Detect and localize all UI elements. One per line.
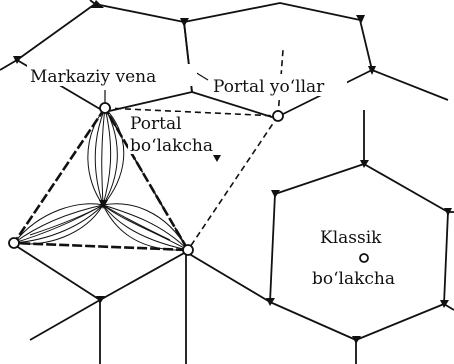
vein-circle bbox=[272, 110, 284, 122]
classic-lobule-label-1: Klassik bbox=[320, 228, 382, 248]
classic-lobule-label-2: bo‘lakcha bbox=[312, 269, 395, 289]
portal-lobule-label-1: Portal bbox=[130, 114, 182, 134]
marker bbox=[271, 190, 280, 198]
hexagon-classic-lobule bbox=[269, 163, 449, 341]
label-bg-central-vein bbox=[27, 64, 197, 86]
marker bbox=[91, 0, 104, 8]
marker bbox=[213, 155, 221, 162]
hexagon-bottom-center bbox=[99, 251, 271, 304]
marker bbox=[368, 66, 376, 75]
central-point bbox=[99, 200, 108, 209]
central-vein-circles bbox=[8, 102, 369, 263]
marker bbox=[13, 56, 22, 64]
vein-circle bbox=[359, 253, 369, 263]
marker bbox=[440, 300, 449, 308]
portal-tract-markers bbox=[13, 0, 452, 344]
acinus-triangle bbox=[11, 105, 191, 252]
sinusoid-lines bbox=[13, 107, 189, 251]
marker bbox=[266, 298, 275, 306]
pointer-portal-tracts bbox=[194, 71, 209, 81]
central-vein-label: Markaziy vena bbox=[30, 67, 156, 87]
vein-circle bbox=[99, 102, 111, 114]
portal-tracts-label: Portal yo‘llar bbox=[213, 77, 325, 97]
dashed-line-right bbox=[187, 115, 279, 251]
marker bbox=[352, 336, 361, 344]
hexagon-bottom-left-2 bbox=[29, 299, 101, 341]
hexagon-right-edge bbox=[371, 69, 449, 101]
hexagon-left-edge bbox=[0, 59, 18, 71]
marker bbox=[444, 208, 452, 216]
hexagon-top-right bbox=[183, 2, 373, 119]
marker bbox=[180, 18, 189, 27]
acinus-outline bbox=[11, 105, 191, 252]
dashed-line-top bbox=[104, 107, 279, 117]
label-bg-portal bbox=[127, 112, 185, 132]
pointer-lines bbox=[104, 71, 209, 103]
marker bbox=[96, 296, 105, 304]
marker bbox=[360, 160, 369, 168]
vein-circle bbox=[182, 244, 194, 256]
vein-circle bbox=[8, 237, 20, 249]
marker bbox=[356, 15, 365, 24]
label-bg-portal-tracts bbox=[211, 74, 347, 96]
hexagon-bottom-left bbox=[9, 241, 101, 364]
label-bg-portal-2 bbox=[128, 134, 214, 154]
portal-lobule-label-2: bo‘lakcha bbox=[130, 136, 213, 156]
